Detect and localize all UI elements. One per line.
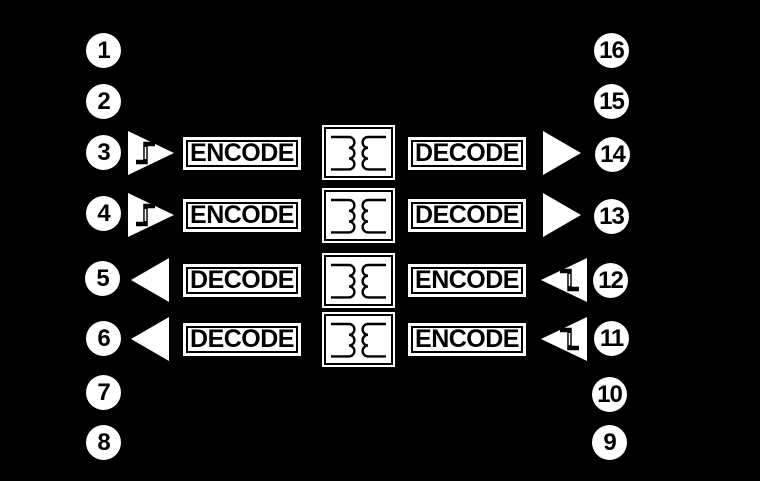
pin-3: 3: [86, 135, 121, 170]
channel4-decode-block: DECODE: [183, 323, 301, 356]
output-driver-triangle-icon: [543, 131, 581, 175]
output-driver-triangle-icon: [131, 317, 169, 361]
channel2-decode-block: DECODE: [408, 199, 526, 232]
pin-12: 12: [593, 263, 628, 298]
channel1-decode-block: DECODE: [408, 137, 526, 170]
pin-9: 9: [592, 425, 627, 460]
channel3-decode-block: DECODE: [183, 264, 301, 297]
pin-16: 16: [594, 33, 629, 68]
output-driver-triangle-icon: [543, 193, 581, 237]
pin-15: 15: [594, 84, 629, 119]
pin-5: 5: [85, 261, 120, 296]
pin-11: 11: [594, 321, 629, 356]
pin-4: 4: [86, 196, 121, 231]
pin-13: 13: [594, 199, 629, 234]
channel4-encode-block: ENCODE: [408, 323, 526, 356]
pin-7: 7: [86, 375, 121, 410]
edge-trigger-buffer-icon: [541, 317, 587, 361]
transformer-coils-icon: [322, 253, 395, 308]
channel1-encode-block: ENCODE: [183, 137, 301, 170]
edge-trigger-buffer-icon: [541, 258, 587, 302]
transformer-coils-icon: [322, 312, 395, 367]
channel2-encode-block: ENCODE: [183, 199, 301, 232]
edge-trigger-buffer-icon: [128, 131, 174, 175]
transformer-coils-icon: [322, 188, 395, 243]
pin-10: 10: [592, 377, 627, 412]
channel3-encode-block: ENCODE: [408, 264, 526, 297]
pin-6: 6: [86, 321, 121, 356]
transformer-coils-icon: [322, 125, 395, 180]
pin-14: 14: [595, 137, 630, 172]
output-driver-triangle-icon: [131, 258, 169, 302]
pin-2: 2: [86, 84, 121, 119]
pin-1: 1: [86, 33, 121, 68]
edge-trigger-buffer-icon: [128, 193, 174, 237]
pin-8: 8: [86, 425, 121, 460]
